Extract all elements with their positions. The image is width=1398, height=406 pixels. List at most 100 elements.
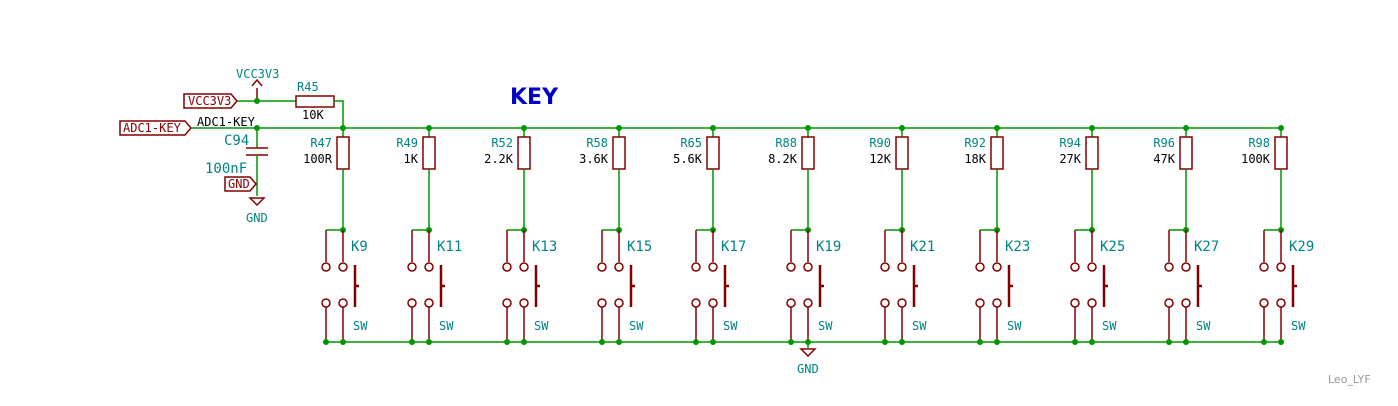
resistor-r96: [1179, 136, 1193, 170]
resistor-r88: [801, 136, 815, 170]
pushbutton-k17: [691, 230, 729, 342]
resistor-r65: [706, 136, 720, 170]
resistor-value: 18K: [964, 152, 986, 166]
resistor-r90: [895, 136, 909, 170]
switch-value: SW: [353, 319, 368, 333]
switch-ref: K13: [532, 239, 557, 255]
switch-value: SW: [1007, 319, 1022, 333]
svg-text:VCC3V3: VCC3V3: [188, 94, 231, 108]
switch-value: SW: [1102, 319, 1117, 333]
switch-ref: K25: [1100, 239, 1125, 255]
capacitor-c94: C94 100nF: [205, 128, 268, 196]
resistor-ref: R52: [491, 136, 513, 150]
resistor-r92: [990, 136, 1004, 170]
switch-ref: K29: [1289, 239, 1314, 255]
diagram-title: KEY: [510, 85, 559, 110]
switch-value: SW: [439, 319, 454, 333]
resistor-r47: [336, 136, 350, 170]
switch-ref: K11: [437, 239, 462, 255]
vcc3v3-label: VCC3V3: [183, 93, 238, 109]
switch-value: SW: [1196, 319, 1211, 333]
c94-ref: C94: [224, 133, 249, 149]
resistor-value: 47K: [1153, 152, 1175, 166]
pushbutton-k15: [597, 230, 635, 342]
gnd-label: GND: [224, 176, 257, 192]
resistor-value: 1K: [404, 152, 419, 166]
svg-text:GND: GND: [246, 211, 268, 225]
pushbutton-k21: [880, 230, 918, 342]
switch-value: SW: [1291, 319, 1306, 333]
resistor-value: 3.6K: [579, 152, 609, 166]
resistor-ref: R47: [310, 136, 332, 150]
svg-text:ADC1-KEY: ADC1-KEY: [123, 121, 182, 135]
resistor-value: 27K: [1059, 152, 1081, 166]
pushbutton-k11: [407, 230, 445, 342]
resistor-ref: R94: [1059, 136, 1081, 150]
resistor-value: 8.2K: [768, 152, 798, 166]
switch-value: SW: [912, 319, 927, 333]
resistor-ref: R92: [964, 136, 986, 150]
resistor-ref: R90: [869, 136, 891, 150]
resistor-ref: R49: [396, 136, 418, 150]
resistor-ref: R98: [1248, 136, 1270, 150]
author-label: Leo_LYF: [1328, 373, 1371, 386]
resistor-value: 2.2K: [484, 152, 514, 166]
switch-ref: K21: [910, 239, 935, 255]
r45-value: 10K: [302, 108, 324, 122]
switch-value: SW: [534, 319, 549, 333]
vcc-power-symbol: VCC3V3: [236, 67, 279, 100]
switch-ref: K15: [627, 239, 652, 255]
resistor-r52: [517, 136, 531, 170]
resistor-r94: [1085, 136, 1099, 170]
resistor-ref: R58: [586, 136, 608, 150]
svg-text:GND: GND: [797, 362, 819, 376]
gnd-symbol-left: GND: [246, 197, 268, 225]
pushbutton-k23: [975, 230, 1013, 342]
pushbutton-k13: [502, 230, 540, 342]
resistor-ref: R88: [775, 136, 797, 150]
switch-value: SW: [629, 319, 644, 333]
adc1-key-net-text: ADC1-KEY: [197, 115, 256, 129]
resistor-value: 100R: [303, 152, 333, 166]
switch-value: SW: [818, 319, 833, 333]
pushbutton-k27: [1164, 230, 1202, 342]
pushbutton-k9: [321, 230, 359, 342]
resistor-value: 12K: [869, 152, 891, 166]
pushbutton-k29: [1259, 230, 1297, 342]
resistor-ref: R65: [680, 136, 702, 150]
switch-value: SW: [723, 319, 738, 333]
switch-ref: K19: [816, 239, 841, 255]
resistor-value: 5.6K: [673, 152, 703, 166]
c94-value: 100nF: [205, 161, 247, 177]
switch-ref: K27: [1194, 239, 1219, 255]
svg-text:GND: GND: [228, 177, 250, 191]
resistor-r98: [1274, 136, 1288, 170]
resistor-value: 100K: [1241, 152, 1271, 166]
resistor-r49: [422, 136, 436, 170]
resistor-r58: [612, 136, 626, 170]
switch-ref: K9: [351, 239, 368, 255]
switch-ref: K23: [1005, 239, 1030, 255]
vcc-symbol-text: VCC3V3: [236, 67, 279, 81]
pushbutton-k19: [786, 230, 824, 342]
resistor-r45: R45 10K: [295, 80, 335, 122]
resistor-ref: R96: [1153, 136, 1175, 150]
switch-ref: K17: [721, 239, 746, 255]
r45-ref: R45: [297, 80, 319, 94]
adc1-key-label: ADC1-KEY: [119, 120, 192, 136]
pushbutton-k25: [1070, 230, 1108, 342]
gnd-symbol-bottom: GND: [797, 342, 819, 376]
